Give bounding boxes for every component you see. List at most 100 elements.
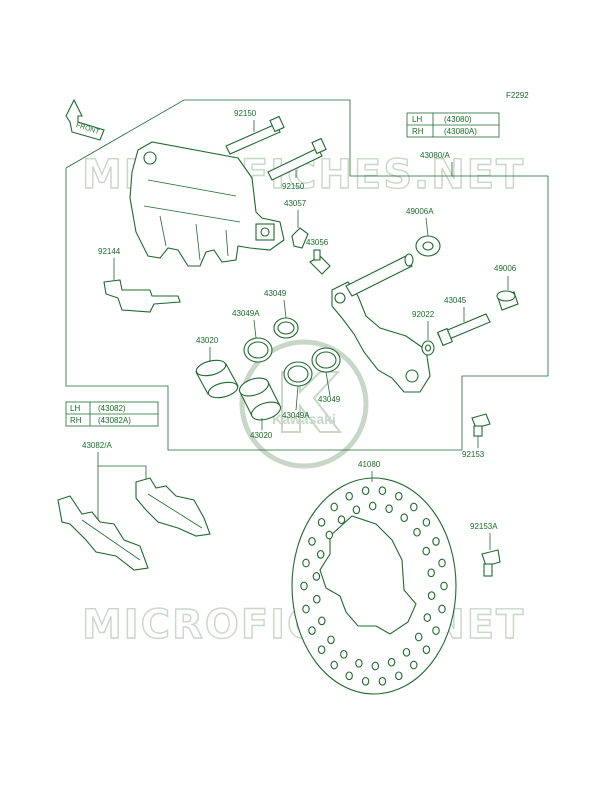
label-92144: 92144 [98, 247, 121, 256]
disc-vent-hole [432, 537, 440, 546]
brake-disc-41080 [291, 477, 457, 695]
disc-vent-hole [423, 613, 432, 622]
seal-43049A-upper [243, 337, 273, 363]
disc-vent-hole [427, 568, 435, 578]
disc-vent-hole [340, 649, 348, 659]
disc-vent-hole [300, 581, 308, 591]
disc-vent-hole [440, 581, 448, 591]
pad-spring-92144 [103, 279, 181, 313]
disc-vent-hole [313, 594, 321, 604]
bleeder-valve-43056 [309, 249, 331, 275]
washer-92022 [421, 340, 435, 356]
pad-assembly-label: 43082/A [82, 441, 112, 450]
caliper-lh-part: (43080) [444, 115, 472, 124]
label-43045: 43045 [444, 296, 467, 305]
pin-92150-upper [225, 115, 285, 155]
disc-vent-hole [308, 537, 316, 546]
bleeder-cap-43057 [291, 227, 309, 249]
label-92150-upper: 92150 [234, 109, 257, 118]
disc-vent-hole [352, 505, 361, 515]
disc-vent-hole [422, 546, 430, 556]
seal-43049-lower [311, 347, 341, 373]
kawasaki-logo-watermark: Kawasaki [239, 339, 369, 469]
label-92153A: 92153A [470, 522, 498, 531]
label-43057: 43057 [284, 199, 307, 208]
disc-vent-hole [395, 671, 403, 681]
disc-vent-hole [368, 501, 377, 511]
pad-rh-part: (43082A) [98, 416, 131, 425]
bolt-92153A [481, 549, 501, 577]
caliper-rh-side: RH [412, 127, 424, 136]
disc-vent-hole [327, 635, 335, 645]
disc-vent-hole [318, 616, 326, 626]
front-arrow-icon: FRONT [65, 98, 105, 141]
label-43049A-upper: 43049A [232, 309, 260, 318]
disc-vent-hole [402, 647, 411, 657]
disc-vent-hole [378, 676, 387, 686]
disc-vent-hole [302, 558, 310, 568]
disc-vent-hole [427, 591, 436, 600]
boot-49006A [415, 235, 441, 257]
disc-vent-hole [371, 661, 380, 671]
label-92150-lower: 92150 [282, 182, 305, 191]
label-43049A-lower: 43049A [282, 411, 310, 420]
label-92153: 92153 [462, 450, 485, 459]
disc-vent-hole [432, 626, 440, 635]
caliper-assembly-label: 43080/A [420, 151, 450, 160]
piston-43020-right [238, 377, 282, 421]
caliper-lh-side: LH [412, 115, 422, 124]
disc-vent-hole [302, 604, 310, 614]
disc-vent-hole [385, 504, 393, 514]
disc-vent-hole [345, 671, 353, 681]
logo-text: Kawasaki [272, 411, 336, 427]
label-49006: 49006 [494, 264, 517, 273]
pad-lh-side: LH [70, 404, 80, 413]
caliper-rh-part: (43080A) [444, 127, 477, 136]
pad-rh-side: RH [70, 416, 82, 425]
caliper-side-table: LH (43080) RH (43080A) [406, 112, 500, 138]
label-43056: 43056 [306, 238, 329, 247]
disc-vent-hole [400, 513, 408, 523]
disc-vent-hole [312, 572, 321, 581]
pin-43045 [437, 313, 491, 347]
disc-vent-hole [413, 527, 421, 537]
piston-43020-left [195, 359, 239, 399]
disc-vent-hole [361, 676, 370, 686]
disc-vent-hole [414, 632, 423, 642]
disc-vent-hole [361, 486, 370, 496]
seal-43049A-lower [283, 361, 313, 387]
disc-vent-hole [345, 491, 353, 501]
disc-vent-hole [378, 486, 387, 496]
disc-vent-hole [422, 517, 431, 527]
disc-vent-hole [308, 626, 316, 635]
brake-pad-right [135, 477, 211, 537]
label-49006A: 49006A [406, 207, 434, 216]
seal-43049-upper [273, 317, 299, 339]
caliper-bracket [331, 253, 431, 393]
disc-vent-hole [410, 660, 418, 670]
caliper-assembly-boundary [65, 99, 549, 451]
disc-vent-hole [317, 517, 326, 527]
label-43020-right: 43020 [250, 431, 273, 440]
pin-92150-lower [267, 137, 327, 181]
disc-vent-hole [330, 502, 338, 512]
disc-vent-hole [355, 658, 363, 668]
pad-side-table: LH (43082) RH (43082A) [65, 401, 159, 427]
pad-lh-part: (43082) [98, 404, 126, 413]
bolt-92153 [471, 413, 491, 437]
label-43049-lower: 43049 [318, 395, 341, 404]
disc-vent-hole [317, 645, 326, 655]
disc-vent-hole [316, 550, 325, 559]
label-41080: 41080 [358, 460, 381, 469]
boot-49006 [496, 290, 519, 311]
disc-vent-hole [395, 491, 403, 501]
disc-vent-hole [387, 657, 396, 667]
label-43020-left: 43020 [196, 336, 219, 345]
brake-pad-left [57, 495, 149, 571]
diagram-code: F2292 [506, 91, 529, 100]
label-92022: 92022 [412, 310, 435, 319]
disc-vent-hole [438, 558, 446, 568]
disc-vent-hole [422, 645, 431, 655]
